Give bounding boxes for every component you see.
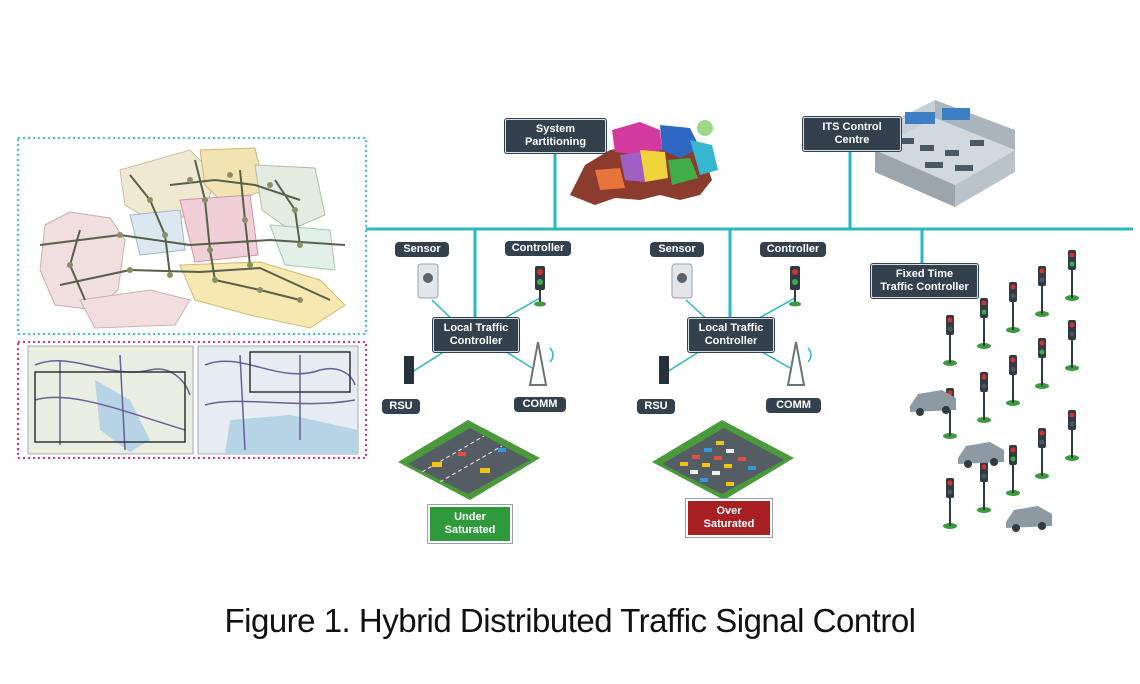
communication-bus — [366, 150, 1133, 318]
traffic-light-pole — [1006, 282, 1020, 333]
fixed-time-cars — [910, 390, 1052, 532]
sensor-label-1: Sensor — [395, 242, 449, 257]
figure-caption: Figure 1. Hybrid Distributed Traffic Sig… — [224, 602, 916, 639]
traffic-light-pole — [977, 298, 991, 349]
traffic-light-pole — [943, 478, 957, 529]
traffic-light-pole — [1006, 355, 1020, 406]
street-map-thumbnails — [17, 341, 367, 459]
over-saturated-badge: Over Saturated — [686, 499, 772, 537]
road-scene-over-saturated — [652, 420, 794, 500]
under-saturated-badge: Under Saturated — [428, 505, 512, 543]
traffic-light-pole — [1035, 338, 1049, 389]
traffic-light-pole — [943, 315, 957, 366]
rsu-label-1: RSU — [382, 399, 420, 414]
fixed-time-controller-label: Fixed Time Traffic Controller — [871, 264, 978, 298]
map-dotted-frame-teal — [17, 137, 367, 335]
traffic-light-pole — [1065, 410, 1079, 461]
road-scene-under-saturated — [398, 420, 540, 500]
rsu-label-2: RSU — [637, 399, 675, 414]
singapore-partition-map — [570, 120, 718, 205]
system-partitioning-label: System Partitioning — [505, 119, 606, 153]
network-partition-map — [17, 137, 367, 335]
sensor-label-2: Sensor — [650, 242, 704, 257]
comm-label-2: COMM — [766, 398, 821, 413]
device-icons-cluster-1 — [404, 263, 554, 386]
traffic-light-pole — [977, 372, 991, 423]
map-dotted-frame-pink — [17, 341, 367, 459]
comm-label-1: COMM — [514, 397, 566, 412]
traffic-light-pole — [1065, 320, 1079, 371]
local-traffic-controller-2: Local Traffic Controller — [688, 318, 774, 352]
its-control-centre-label: ITS Control Centre — [803, 117, 901, 151]
traffic-light-pole — [977, 462, 991, 513]
controller-label-2: Controller — [760, 242, 826, 257]
controller-label-1: Controller — [505, 241, 571, 256]
fixed-time-traffic-lights — [943, 250, 1079, 529]
traffic-light-pole — [1065, 250, 1079, 301]
traffic-light-pole — [1035, 266, 1049, 317]
traffic-light-pole — [1035, 428, 1049, 479]
local-traffic-controller-1: Local Traffic Controller — [433, 318, 519, 352]
device-icons-cluster-2 — [659, 263, 812, 386]
traffic-light-pole — [1006, 445, 1020, 496]
